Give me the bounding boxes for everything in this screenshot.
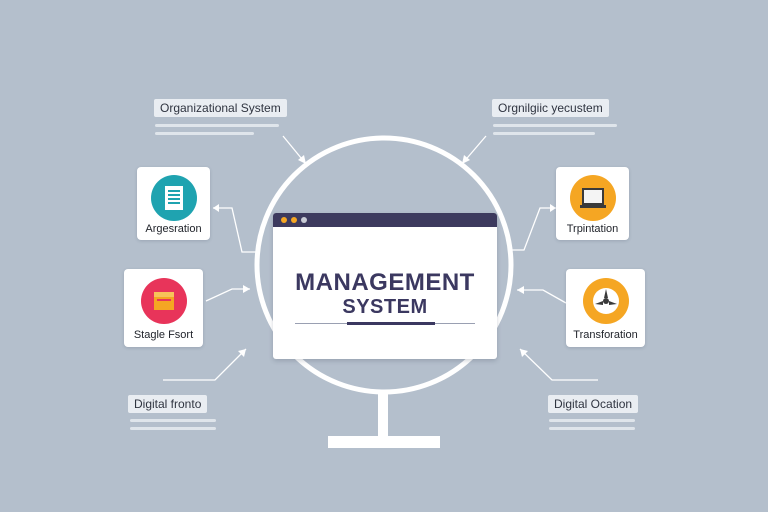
connector-bottom-left bbox=[163, 348, 247, 381]
arrow-head-top-left bbox=[298, 155, 306, 164]
stand-neck bbox=[378, 390, 388, 436]
aperture-icon bbox=[582, 278, 629, 324]
card-label: Argesration bbox=[145, 223, 202, 235]
arrow-head-right-top bbox=[550, 204, 556, 212]
connector-left-top bbox=[213, 207, 256, 253]
card-transforation[interactable]: Transforation bbox=[566, 269, 645, 347]
card-trpintation[interactable]: Trpintation bbox=[556, 167, 629, 240]
arrow-heads bbox=[213, 155, 556, 357]
title-line-1: MANAGEMENT bbox=[295, 269, 475, 296]
laptop-icon bbox=[569, 175, 616, 221]
callout-bottom-right: Digital Ocation bbox=[548, 395, 639, 413]
card-label: Stagle Fsort bbox=[133, 329, 194, 341]
folder-icon bbox=[140, 278, 187, 324]
title-line-2: SYSTEM bbox=[342, 296, 428, 318]
title-underline-accent bbox=[347, 322, 435, 325]
window-header-bar bbox=[273, 213, 497, 227]
arrow-head-bottom-right bbox=[520, 349, 528, 357]
arrow-head-left-bottom bbox=[243, 285, 250, 293]
card-stagle-fsort[interactable]: Stagle Fsort bbox=[124, 269, 203, 347]
callout-bottom-right-subtext bbox=[549, 419, 635, 435]
window-dot-1 bbox=[281, 217, 287, 223]
arrow-head-bottom-left bbox=[238, 349, 246, 357]
management-window: MANAGEMENT SYSTEM bbox=[273, 213, 497, 359]
connector-bottom-right bbox=[519, 348, 598, 381]
window-dot-3 bbox=[301, 217, 307, 223]
callout-bottom-left: Digital fronto bbox=[128, 395, 208, 413]
document-icon bbox=[150, 175, 197, 221]
card-argesration[interactable]: Argesration bbox=[137, 167, 210, 240]
arrow-head-top-right bbox=[462, 155, 470, 164]
window-dot-2 bbox=[291, 217, 297, 223]
connector-right-top bbox=[512, 207, 556, 251]
arrow-head-right-bottom bbox=[517, 286, 524, 294]
arrow-head-left-top bbox=[213, 204, 219, 212]
callout-top-left-subtext bbox=[155, 124, 279, 140]
card-label: Transforation bbox=[573, 329, 638, 341]
callout-top-left: Organizational System bbox=[154, 99, 287, 117]
connector-right-bottom bbox=[517, 289, 567, 304]
stand-base bbox=[328, 436, 440, 448]
callout-top-right: Orgnilgiic yecustem bbox=[492, 99, 609, 117]
callout-bottom-left-subtext bbox=[130, 419, 216, 435]
callout-top-right-subtext bbox=[493, 124, 617, 140]
card-label: Trpintation bbox=[566, 223, 619, 235]
